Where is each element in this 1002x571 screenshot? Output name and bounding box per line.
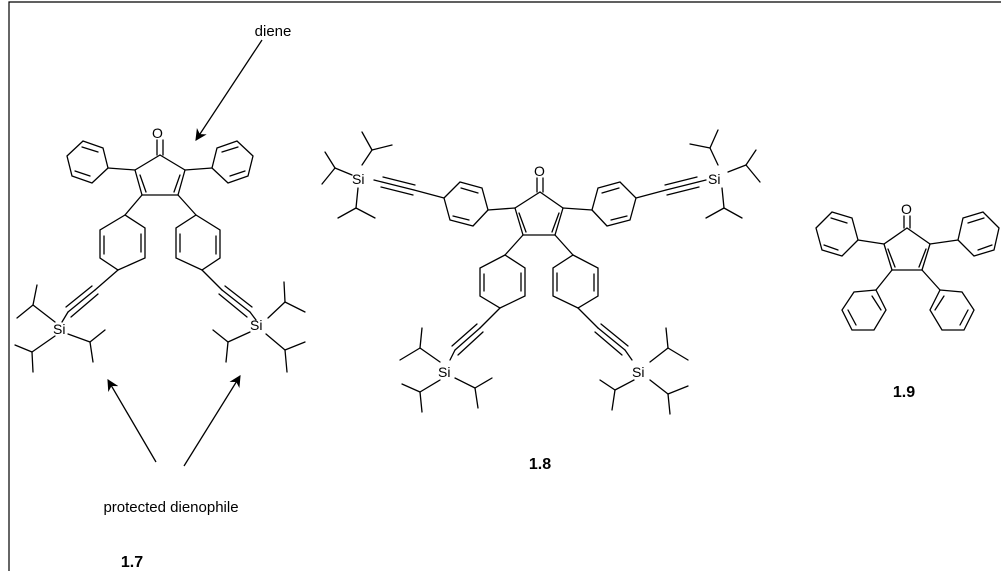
silicon-atom-top-left-1-8: Si	[352, 171, 364, 187]
cyclopentadienone-ring-1-7	[134, 139, 186, 196]
compound-label-1-7: 1.7	[121, 554, 143, 571]
dienophile-arrow-right	[183, 375, 241, 467]
cyclopentadienone-ring-1-8	[514, 177, 564, 236]
aryl-alkyne-top-right-1-8	[562, 129, 761, 227]
phenyl-top-right-1-9	[929, 211, 1000, 257]
silicon-atom-bottom-right-1-8: Si	[632, 364, 644, 380]
phenyl-top-left-1-7	[66, 140, 136, 184]
silicon-atom-bottom-left-1-8: Si	[438, 364, 450, 380]
aryl-alkyne-bottom-right-1-8	[552, 234, 689, 415]
phenyl-bottom-right-1-9	[921, 269, 975, 331]
oxygen-atom-1-7: O	[152, 125, 163, 141]
figure-border	[8, 1, 1001, 571]
aryl-alkyne-top-left-1-8	[321, 131, 516, 227]
dienophile-arrow-left	[107, 378, 157, 463]
diene-label: diene	[255, 23, 292, 40]
phenyl-top-left-1-9	[815, 211, 885, 257]
oxygen-atom-1-8: O	[534, 163, 545, 179]
aryl-alkyne-bottom-left-1-8	[399, 234, 526, 413]
diene-arrow	[195, 39, 263, 141]
compound-1-7-structure: O Si Si	[14, 125, 306, 373]
phenyl-top-right-1-7	[184, 140, 254, 184]
protected-dienophile-label: protected dienophile	[103, 499, 238, 516]
compound-label-1-9: 1.9	[893, 384, 915, 401]
silicon-atom-left-1-7: Si	[53, 321, 65, 337]
aryl-alkyne-right-1-7	[175, 194, 306, 373]
phenyl-bottom-left-1-9	[841, 269, 893, 331]
aryl-alkyne-left-1-7	[14, 194, 146, 373]
compound-label-1-8: 1.8	[529, 456, 551, 473]
oxygen-atom-1-9: O	[901, 201, 912, 217]
cyclopentadienone-ring-1-9	[883, 215, 931, 271]
silicon-atom-top-right-1-8: Si	[708, 171, 720, 187]
compound-1-9-structure: O	[815, 201, 1000, 331]
compound-1-8-structure: O Si Si Si Si	[321, 129, 761, 415]
silicon-atom-right-1-7: Si	[250, 317, 262, 333]
